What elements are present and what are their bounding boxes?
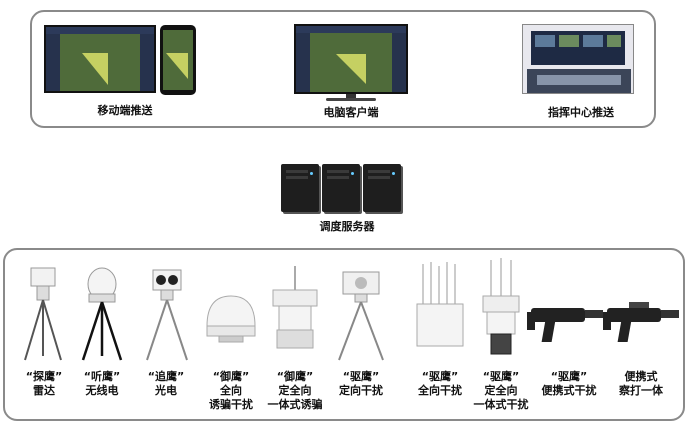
- pc-monitor-screen: [294, 24, 408, 94]
- device-label-portable-jammer: “驱鹰”便携式干扰: [541, 370, 597, 397]
- server-tower: [363, 164, 401, 212]
- dispatch-server-label: 调度服务器: [319, 220, 375, 233]
- omni-jammer-device-icon: [416, 262, 464, 347]
- omni-spoofing-device-icon: [206, 295, 256, 343]
- directional-jammer-device-icon: [338, 271, 384, 361]
- phone-device: [160, 25, 196, 95]
- radio-detection-device-icon: [81, 267, 123, 361]
- device-label-directional-jammer: “驱鹰”定向干扰: [339, 370, 383, 397]
- device-label-integrated-jammer: “驱鹰”定全向一体式干扰: [473, 370, 529, 411]
- portable-detect-strike-gun-icon: [603, 302, 679, 342]
- client-panel: 移动端推送 电脑客户端 指挥中心推送: [30, 10, 656, 128]
- device-label-omni-spoofing: “御鹰”全向诱骗干扰: [209, 370, 253, 411]
- pc-client-label: 电脑客户端: [323, 106, 379, 119]
- device-label-radar: “探鹰”雷达: [25, 370, 63, 397]
- command-center-wall: [522, 24, 634, 94]
- command-center-label: 指挥中心推送: [548, 106, 614, 119]
- mobile-push-label: 移动端推送: [97, 104, 153, 117]
- device-label-portable-detect-strike: 便携式察打一体: [619, 370, 663, 397]
- integrated-spoofing-device-icon: [272, 266, 318, 349]
- tablet-screen: [44, 25, 156, 93]
- device-label-omni-jammer: “驱鹰”全向干扰: [418, 370, 462, 397]
- portable-jammer-gun-icon: [527, 308, 603, 342]
- integrated-jammer-device-icon: [482, 258, 520, 355]
- server-tower: [281, 164, 319, 212]
- device-label-optical: “追鹰”光电: [147, 370, 185, 397]
- server-tower: [322, 164, 360, 212]
- device-panel: “探鹰”雷达 “听鹰”无线电 “追鹰”光电 “御鹰”全向诱骗干扰: [3, 248, 685, 421]
- device-label-radio: “听鹰”无线电: [83, 370, 121, 397]
- device-label-integrated-spoofing: “御鹰”定全向一体式诱骗: [267, 370, 323, 411]
- optical-device-icon: [146, 269, 188, 361]
- radar-device-icon: [24, 267, 62, 361]
